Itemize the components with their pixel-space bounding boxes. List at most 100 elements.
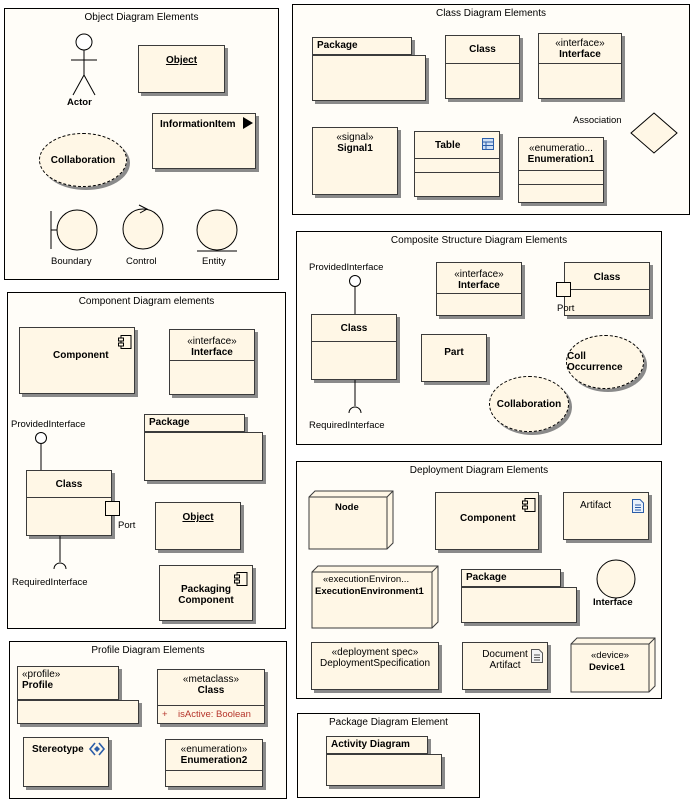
control-label: Control xyxy=(126,256,157,267)
actor-label: Actor xyxy=(67,97,92,108)
artifact-name: Artifact xyxy=(580,500,612,511)
association-diamond-icon[interactable] xyxy=(629,111,679,155)
profile-body[interactable] xyxy=(17,700,139,724)
actor-icon[interactable] xyxy=(69,33,99,99)
metaclass-name: Class xyxy=(197,685,225,696)
metaclass-element[interactable]: «metaclass» Class + isActive: Boolean xyxy=(157,669,265,724)
provided-interface-lollipop-icon xyxy=(35,432,47,471)
package-body[interactable] xyxy=(144,432,263,481)
attribute-text: isActive: Boolean xyxy=(178,709,251,720)
attribute-visibility: + xyxy=(162,709,168,720)
panel-title: Component Diagram elements xyxy=(78,296,215,307)
activity-diagram-tab[interactable]: Activity Diagram xyxy=(326,736,428,754)
control-icon[interactable] xyxy=(121,204,165,251)
provided-interface-label: ProvidedInterface xyxy=(11,419,86,430)
object-element[interactable]: Object xyxy=(138,45,225,93)
device-shape[interactable] xyxy=(570,637,657,694)
table-icon xyxy=(482,138,494,150)
signal-stereotype: «signal» xyxy=(336,132,374,143)
port-label: Port xyxy=(557,303,575,314)
class-name: Class xyxy=(469,44,496,55)
component-element[interactable]: Component xyxy=(19,327,135,394)
play-triangle-icon xyxy=(243,117,253,129)
profile-diagram-panel: Profile Diagram Elements «profile» Profi… xyxy=(9,641,287,799)
deployment-spec-stereotype: «deployment spec» xyxy=(331,647,419,658)
document-icon xyxy=(531,649,543,663)
enumeration-element[interactable]: «enumeratio... Enumeration1 xyxy=(518,137,604,203)
interface-circle-icon[interactable] xyxy=(595,558,637,600)
document-artifact-line2: Artifact xyxy=(489,660,521,671)
execution-environment-shape[interactable] xyxy=(311,565,440,630)
table-element[interactable]: Table xyxy=(414,131,500,197)
device-stereotype: «device» xyxy=(591,650,630,661)
enumeration-name: Enumeration1 xyxy=(527,154,595,165)
enumeration-element[interactable]: «enumeration» Enumeration2 xyxy=(165,739,263,787)
stereotype-icon xyxy=(88,742,106,756)
port-square[interactable] xyxy=(556,282,571,297)
panel-title: Object Diagram Elements xyxy=(84,12,199,23)
document-icon xyxy=(632,499,644,513)
class-name: Class xyxy=(55,479,83,490)
packaging-component-element[interactable]: Packaging Component xyxy=(159,565,253,621)
execution-environment-name: ExecutionEnvironment1 xyxy=(315,586,424,597)
part-element[interactable]: Part xyxy=(421,334,487,382)
composite-class-element[interactable]: Class xyxy=(311,314,397,380)
panel-title: Profile Diagram Elements xyxy=(91,645,205,656)
object-element[interactable]: Object xyxy=(155,502,241,550)
metaclass-stereotype: «metaclass» xyxy=(182,674,240,685)
collaboration-element[interactable]: Collaboration xyxy=(489,376,569,432)
node-shape[interactable] xyxy=(308,490,395,553)
stereotype-element[interactable]: Stereotype xyxy=(23,737,109,787)
port-square[interactable] xyxy=(105,501,120,516)
entity-icon[interactable] xyxy=(195,209,239,253)
association-label: Association xyxy=(573,115,622,126)
required-interface-socket-icon xyxy=(348,380,362,414)
object-diagram-panel: Object Diagram Elements Actor Object Inf… xyxy=(4,8,279,280)
class-diagram-panel: Class Diagram Elements Package Class «in… xyxy=(292,4,690,215)
component-icon xyxy=(118,335,132,349)
class-name: Class xyxy=(593,272,621,283)
component-diagram-panel: Component Diagram elements Component «in… xyxy=(7,292,286,629)
boundary-label: Boundary xyxy=(51,256,92,267)
class-with-port-element[interactable]: Class xyxy=(564,262,650,316)
collaboration-element[interactable]: Collaboration xyxy=(39,133,127,187)
package-tab[interactable]: Package xyxy=(461,569,561,587)
information-item-label: InformationItem xyxy=(160,119,236,130)
package-tab[interactable]: Package xyxy=(144,414,245,432)
interface-element[interactable]: «interface» Interface xyxy=(169,329,255,395)
component-icon xyxy=(522,498,536,512)
interface-name: Interface xyxy=(559,49,601,60)
deployment-diagram-panel: Deployment Diagram Elements Node Compone… xyxy=(296,461,662,699)
artifact-element[interactable]: Artifact xyxy=(563,492,649,540)
node-label: Node xyxy=(335,502,359,513)
package-body[interactable] xyxy=(312,55,426,101)
interface-element[interactable]: «interface» Interface xyxy=(436,262,522,316)
information-item-element[interactable]: InformationItem xyxy=(152,113,256,169)
enumeration-stereotype: «enumeratio... xyxy=(529,143,593,154)
coll-occurrence-element[interactable]: Coll Occurrence xyxy=(566,335,644,389)
component-element[interactable]: Component xyxy=(435,492,539,550)
profile-tab[interactable]: «profile» Profile xyxy=(17,666,119,700)
component-name: Component xyxy=(460,513,516,524)
required-interface-socket-icon xyxy=(53,536,67,570)
class-element[interactable]: Class xyxy=(445,35,520,99)
interface-stereotype: «interface» xyxy=(454,269,504,280)
class-element[interactable]: Class xyxy=(26,470,112,536)
profile-stereotype: «profile» xyxy=(22,669,61,680)
interface-element[interactable]: «interface» Interface xyxy=(538,33,622,99)
interface-label: Interface xyxy=(593,597,633,608)
boundary-icon[interactable] xyxy=(49,209,98,253)
package-tab[interactable]: Package xyxy=(312,37,412,55)
activity-diagram-body[interactable] xyxy=(326,754,442,786)
interface-name: Interface xyxy=(191,347,233,358)
interface-stereotype: «interface» xyxy=(555,38,605,49)
deployment-spec-element[interactable]: «deployment spec» DeploymentSpecificatio… xyxy=(311,642,439,690)
execution-environment-stereotype: «executionEnviron... xyxy=(323,574,410,585)
composite-structure-panel: Composite Structure Diagram Elements Pro… xyxy=(296,231,662,445)
packaging-line2: Component xyxy=(178,595,234,606)
package-body[interactable] xyxy=(461,587,577,623)
signal-element[interactable]: «signal» Signal1 xyxy=(312,127,398,195)
device-name: Device1 xyxy=(589,662,625,673)
document-artifact-element[interactable]: Document Artifact xyxy=(462,642,548,690)
signal-name: Signal1 xyxy=(337,143,373,154)
